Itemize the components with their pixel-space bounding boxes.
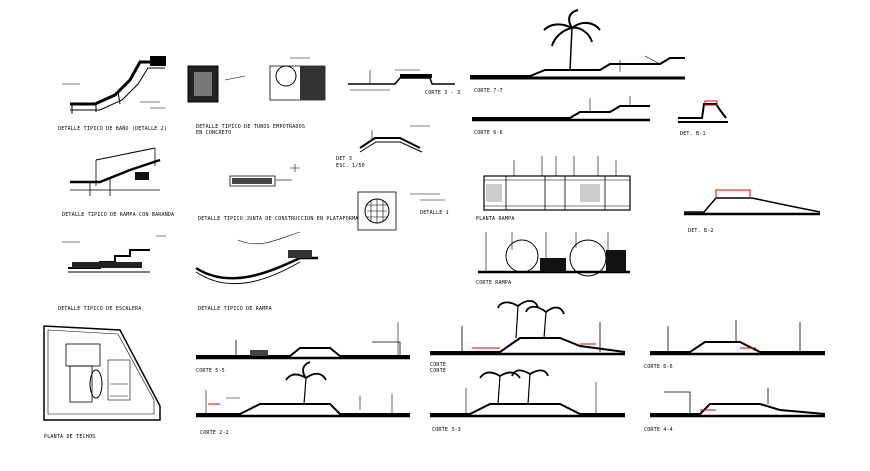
label-corte-2: CORTE: [430, 368, 447, 374]
label-corte-rampa: CORTE RAMPA: [476, 280, 512, 286]
label-det-3: DET 3: [336, 156, 353, 162]
drawing-corte-6-6-bottom: [650, 320, 825, 356]
label-planta-rampa: PLANTA RAMPA: [476, 216, 515, 222]
label-detalle-junta: DETALLE TIPICO JUNTA DE CONSTRUCCION EN …: [198, 216, 359, 222]
drawing-corte-7-7: [470, 9, 685, 80]
drawing-corte-3-3-top: [348, 69, 455, 91]
drawing-corte-palms-a: [430, 300, 626, 356]
label-corte-4-4: CORTE 4-4: [644, 427, 673, 433]
label-det-b1: DET. B-1: [680, 131, 706, 137]
label-detalle-rampa-baranda: DETALLE TIPICO DE RAMPA CON BARANDA: [62, 212, 175, 218]
label-corte-3-3-bottom: CORTE 3-3: [432, 427, 461, 433]
label-corte-6-6-bottom: CORTE 6-6: [644, 364, 673, 370]
label-corte-3-3-top: CORTE 3 - 3: [425, 90, 461, 96]
drawing-det-3: [359, 125, 430, 153]
label-corte-6-6-top: CORTE 6-6: [474, 130, 503, 136]
label-detalle-1: DETALLE 1: [420, 210, 449, 216]
drawing-detalle-rampa-baranda: [70, 147, 161, 196]
drawing-corte-rampa: [478, 232, 630, 277]
drawing-detalle-rampa: [195, 231, 318, 285]
label-corte-1: CORTE: [430, 362, 447, 368]
label-corte-5-5: CORTE 5-5: [196, 368, 225, 374]
drawing-corte-2-2: [196, 361, 410, 418]
drawing-det-b2: [684, 189, 821, 216]
drawing-corte-4-4: [650, 388, 826, 418]
drawing-corte-6-6-top: [472, 96, 650, 122]
label-detalle-bano: DETALLE TIPICO DE BAÑO (DETALLE 2): [58, 126, 168, 132]
drawing-detalle-bano: [62, 56, 166, 114]
drawing-corte-5-5: [196, 322, 410, 360]
label-detalle-escalera: DETALLE TIPICO DE ESCALERA: [58, 306, 142, 312]
label-det-b2: DET. B-2: [688, 228, 714, 234]
label-detalle-rampa: DETALLE TIPICO DE RAMPA: [198, 306, 272, 312]
drawing-planta-techos: [43, 325, 161, 421]
label-planta-techos: PLANTA DE TECHOS: [44, 434, 96, 440]
drawing-det-b1: [678, 100, 728, 123]
label-corte-7-7: CORTE 7-7: [474, 88, 503, 94]
label-esc: ESC. 1/50: [336, 163, 365, 169]
drawing-detalle-tubos: [187, 57, 326, 103]
drawing-detalle-junta: [229, 164, 300, 187]
label-corte-2-2: CORTE 2-2: [200, 430, 229, 436]
drawing-planta-rampa: [483, 156, 631, 211]
label-detalle-tubos: DETALLE TIPICO DE TUBOS EMPOTRADOS EN CO…: [196, 124, 306, 136]
drawing-detalle-escalera: [62, 235, 166, 273]
drawing-corte-3-3-bottom: [430, 369, 625, 418]
drawing-detalle-1: [357, 191, 445, 231]
